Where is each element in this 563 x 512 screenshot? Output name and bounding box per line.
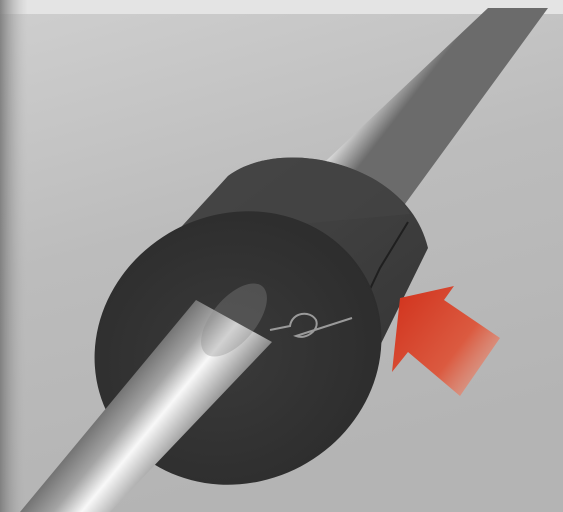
left-shadow <box>0 0 28 512</box>
top-strip <box>0 0 563 14</box>
